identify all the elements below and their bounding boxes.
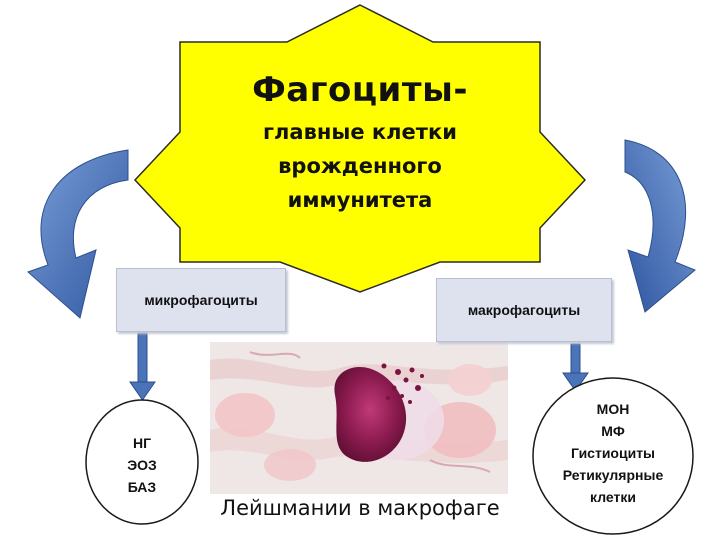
right-curved-arrow [624, 139, 696, 313]
macrophagocytes-label: макрофагоциты [467, 302, 581, 318]
oval-item: Гистиоциты [570, 445, 656, 461]
oval-item: клетки [590, 489, 636, 505]
macrophagocytes-box: макрофагоциты [436, 278, 612, 342]
star-title: Фагоциты- [252, 70, 468, 110]
left-oval-list: НГ ЭОЗ БАЗ [92, 432, 192, 498]
left-down-arrow [129, 332, 156, 401]
star-line-2: врожденного [278, 154, 442, 178]
oval-item: БАЗ [127, 479, 157, 495]
microphagocytes-box: микрофагоциты [116, 268, 286, 332]
microphagocytes-label: микрофагоциты [144, 292, 258, 308]
star-line-1: главные клетки [263, 120, 457, 144]
oval-item: НГ [132, 435, 152, 451]
oval-item: МФ [601, 423, 625, 439]
oval-item: ЭОЗ [127, 457, 157, 473]
left-curved-arrow [27, 149, 129, 319]
photo-caption: Лейшмании в макрофаге [220, 496, 500, 520]
star-line-3: иммунитета [287, 188, 433, 212]
right-down-arrow [562, 343, 589, 392]
oval-item: МОН [596, 401, 630, 417]
left-oval [85, 399, 199, 525]
star-shape [133, 4, 587, 293]
right-oval-list: МОН МФ Гистиоциты Ретикулярные клетки [538, 398, 688, 508]
oval-item: Ретикулярные [562, 467, 664, 483]
micrograph-photo [210, 342, 508, 494]
right-oval [532, 377, 694, 535]
